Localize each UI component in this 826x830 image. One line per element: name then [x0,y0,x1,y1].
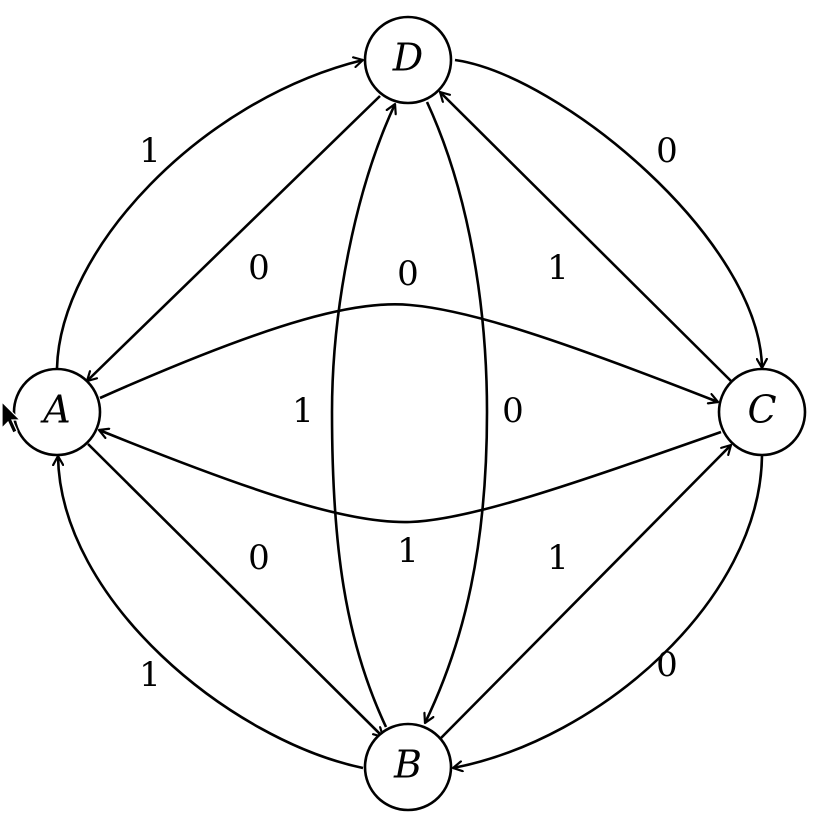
node-c-label: C [747,388,776,432]
edge-label-c-to-a: 1 [397,531,419,571]
edge-c-to-a [99,430,722,524]
edge-a-to-b [87,443,383,737]
node-a: A [12,367,102,457]
edge-d-to-c [454,58,762,368]
edge-a-to-c [99,302,718,402]
edge-label-a-to-b: 0 [248,538,270,578]
edge-d-to-b [425,101,489,723]
edge-labels: 1 0 0 1 0 1 1 0 0 1 1 0 [139,131,678,695]
node-d-circle [363,15,453,105]
node-b: B [363,722,453,812]
edge-a-to-d [55,60,363,369]
edge-d-to-a [87,95,381,381]
edge-c-to-d [440,92,732,382]
edge-label-d-to-c: 0 [656,131,678,171]
node-c-circle [717,367,807,457]
node-c: C [717,367,807,457]
node-b-label: B [393,743,422,787]
edge-b-to-a [58,456,364,770]
edge-label-c-to-d: 1 [547,248,569,288]
edge-label-a-to-c: 0 [397,254,419,294]
edge-label-b-to-a: 1 [139,655,161,695]
edge-label-a-to-d: 1 [139,131,161,171]
mouse-pointer-icon [1,400,22,434]
edge-label-d-to-b: 0 [502,391,524,431]
edges [57,60,762,768]
edge-label-b-to-d: 1 [292,391,314,431]
edge-b-to-c [440,445,731,739]
edge-b-to-d [330,104,395,728]
edge-label-c-to-b: 0 [656,645,678,685]
edge-label-b-to-c: 1 [547,538,569,578]
edge-c-to-b [453,455,764,768]
node-a-label: A [40,388,70,432]
edge-label-d-to-a: 0 [248,248,270,288]
node-d: D [363,15,453,105]
node-a-circle [12,367,102,457]
node-d-label: D [392,36,423,80]
node-b-circle [363,722,453,812]
